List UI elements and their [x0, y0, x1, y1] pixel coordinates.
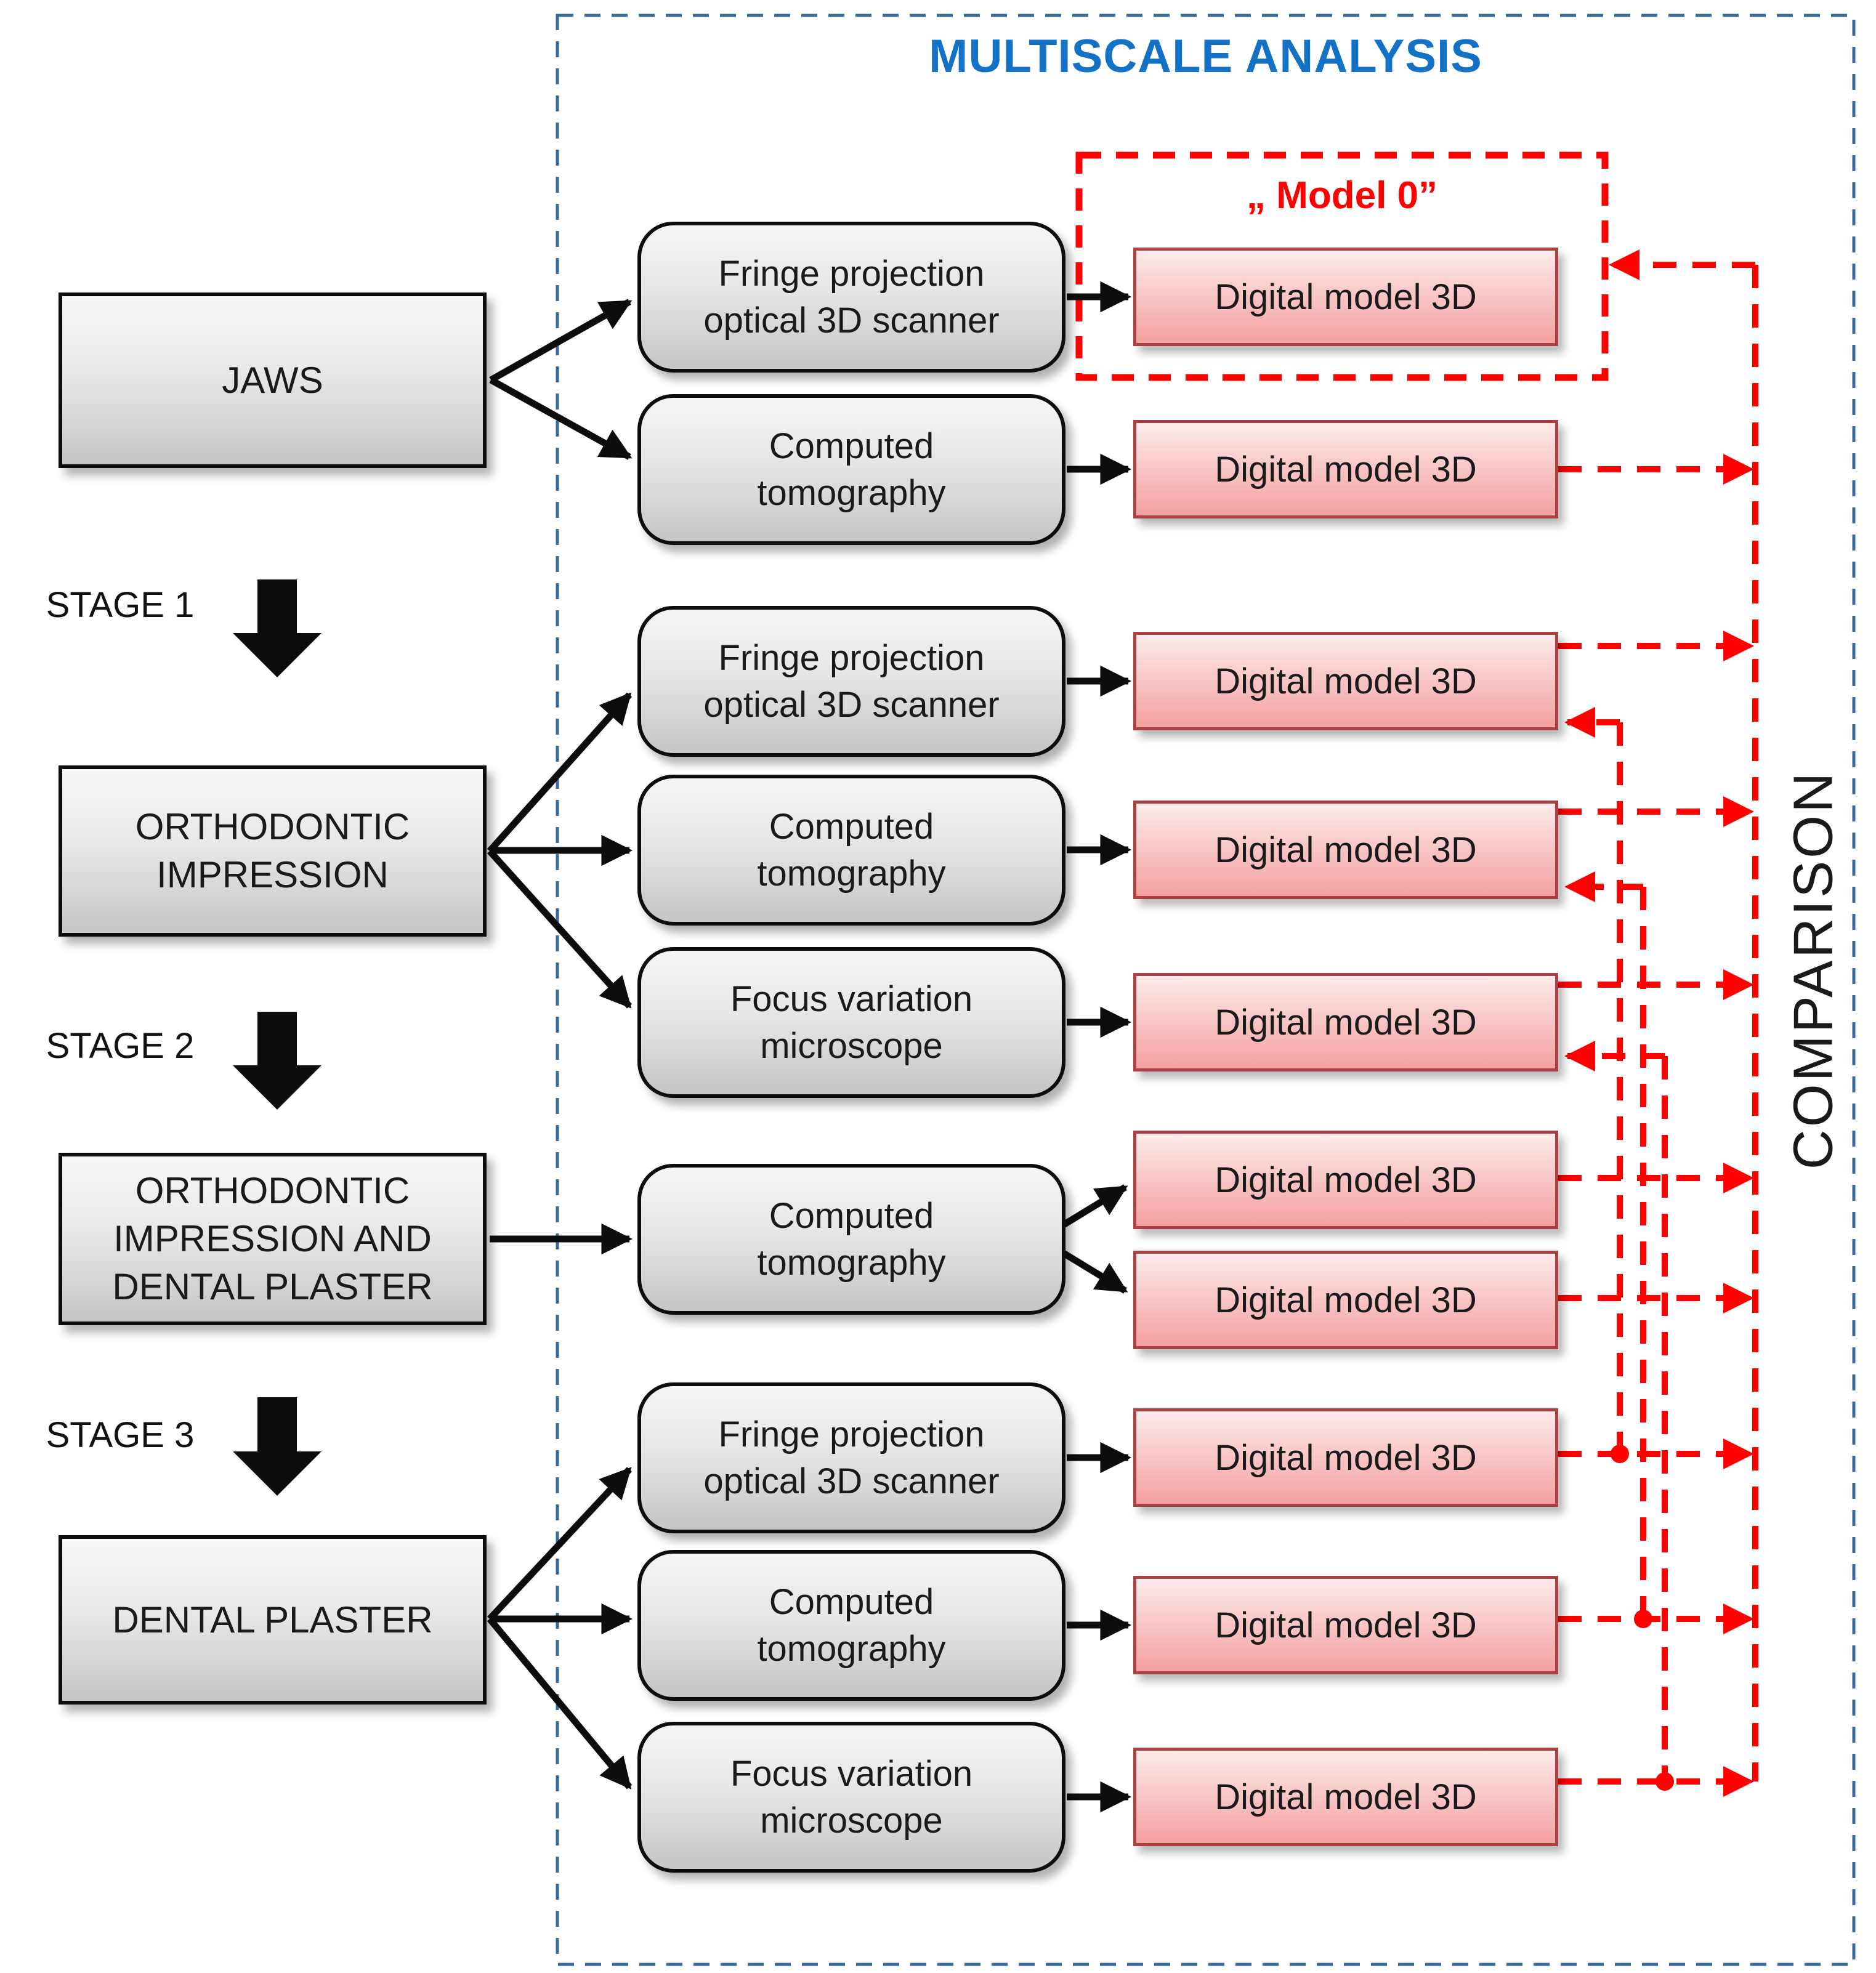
- method-box-fringe-projection-1: Fringe projection optical 3D scanner: [637, 222, 1065, 373]
- stage2-down-arrow: [233, 1012, 321, 1110]
- arrow-plaster-to-focus2: [487, 1616, 633, 1789]
- model-box-9: Digital model 3D: [1133, 1576, 1558, 1674]
- model-box-2: Digital model 3D: [1133, 420, 1558, 518]
- source-box-orthodontic-impression: ORTHODONTIC IMPRESSION: [59, 765, 487, 937]
- focus-compare-junction-dot: [1656, 1772, 1674, 1791]
- method-box-focus-variation-2: Focus variation microscope: [637, 1722, 1065, 1873]
- arrow-ct3-to-model7: [1053, 1245, 1128, 1294]
- analysis-container-border: [556, 14, 1856, 1966]
- stage3-down-arrow: [233, 1397, 321, 1496]
- model0-dashed-box: [1075, 151, 1609, 381]
- stage1-label: STAGE 1: [46, 585, 195, 625]
- method-box-focus-variation-1: Focus variation microscope: [637, 947, 1065, 1098]
- method-box-fringe-projection-2: Fringe projection optical 3D scanner: [637, 606, 1065, 757]
- model-box-8: Digital model 3D: [1133, 1408, 1558, 1507]
- model-box-4: Digital model 3D: [1133, 801, 1558, 899]
- stage2-label: STAGE 2: [46, 1026, 195, 1066]
- model-box-6: Digital model 3D: [1133, 1131, 1558, 1229]
- diagram-title: MULTISCALE ANALYSIS: [929, 30, 1482, 83]
- model-box-3: Digital model 3D: [1133, 632, 1558, 730]
- arrow-impression-to-focus1: [487, 849, 633, 1009]
- stage1-down-arrow: [233, 579, 321, 677]
- model-box-1-model0: Digital model 3D: [1133, 248, 1558, 346]
- fringe-compare-junction-dot: [1611, 1445, 1629, 1463]
- arrow-jaws-to-ct1: [489, 377, 633, 460]
- arrow-ct3-to-model6: [1053, 1184, 1128, 1233]
- method-box-computed-tomography-2: Computed tomography: [637, 775, 1065, 926]
- arrow-plaster-to-fringe3: [487, 1467, 633, 1621]
- source-box-impression-and-dental-plaster: ORTHODONTIC IMPRESSION AND DENTAL PLASTE…: [59, 1153, 487, 1325]
- method-box-computed-tomography-1: Computed tomography: [637, 394, 1065, 545]
- source-box-dental-plaster: DENTAL PLASTER: [59, 1535, 487, 1705]
- ct-compare-junction-dot: [1634, 1610, 1652, 1628]
- comparison-label: COMPARISON: [1782, 770, 1845, 1170]
- method-box-computed-tomography-3: Computed tomography: [637, 1164, 1065, 1315]
- source-box-jaws: JAWS: [59, 293, 487, 468]
- model0-label: „ Model 0”: [1246, 174, 1438, 217]
- method-box-computed-tomography-4: Computed tomography: [637, 1550, 1065, 1701]
- model-box-7: Digital model 3D: [1133, 1251, 1558, 1349]
- arrow-impression-to-fringe2: [487, 692, 633, 853]
- arrow-jaws-to-fringe1: [489, 299, 633, 383]
- method-box-fringe-projection-3: Fringe projection optical 3D scanner: [637, 1382, 1065, 1533]
- stage3-label: STAGE 3: [46, 1415, 195, 1455]
- model-box-10: Digital model 3D: [1133, 1748, 1558, 1846]
- model-box-5: Digital model 3D: [1133, 973, 1558, 1071]
